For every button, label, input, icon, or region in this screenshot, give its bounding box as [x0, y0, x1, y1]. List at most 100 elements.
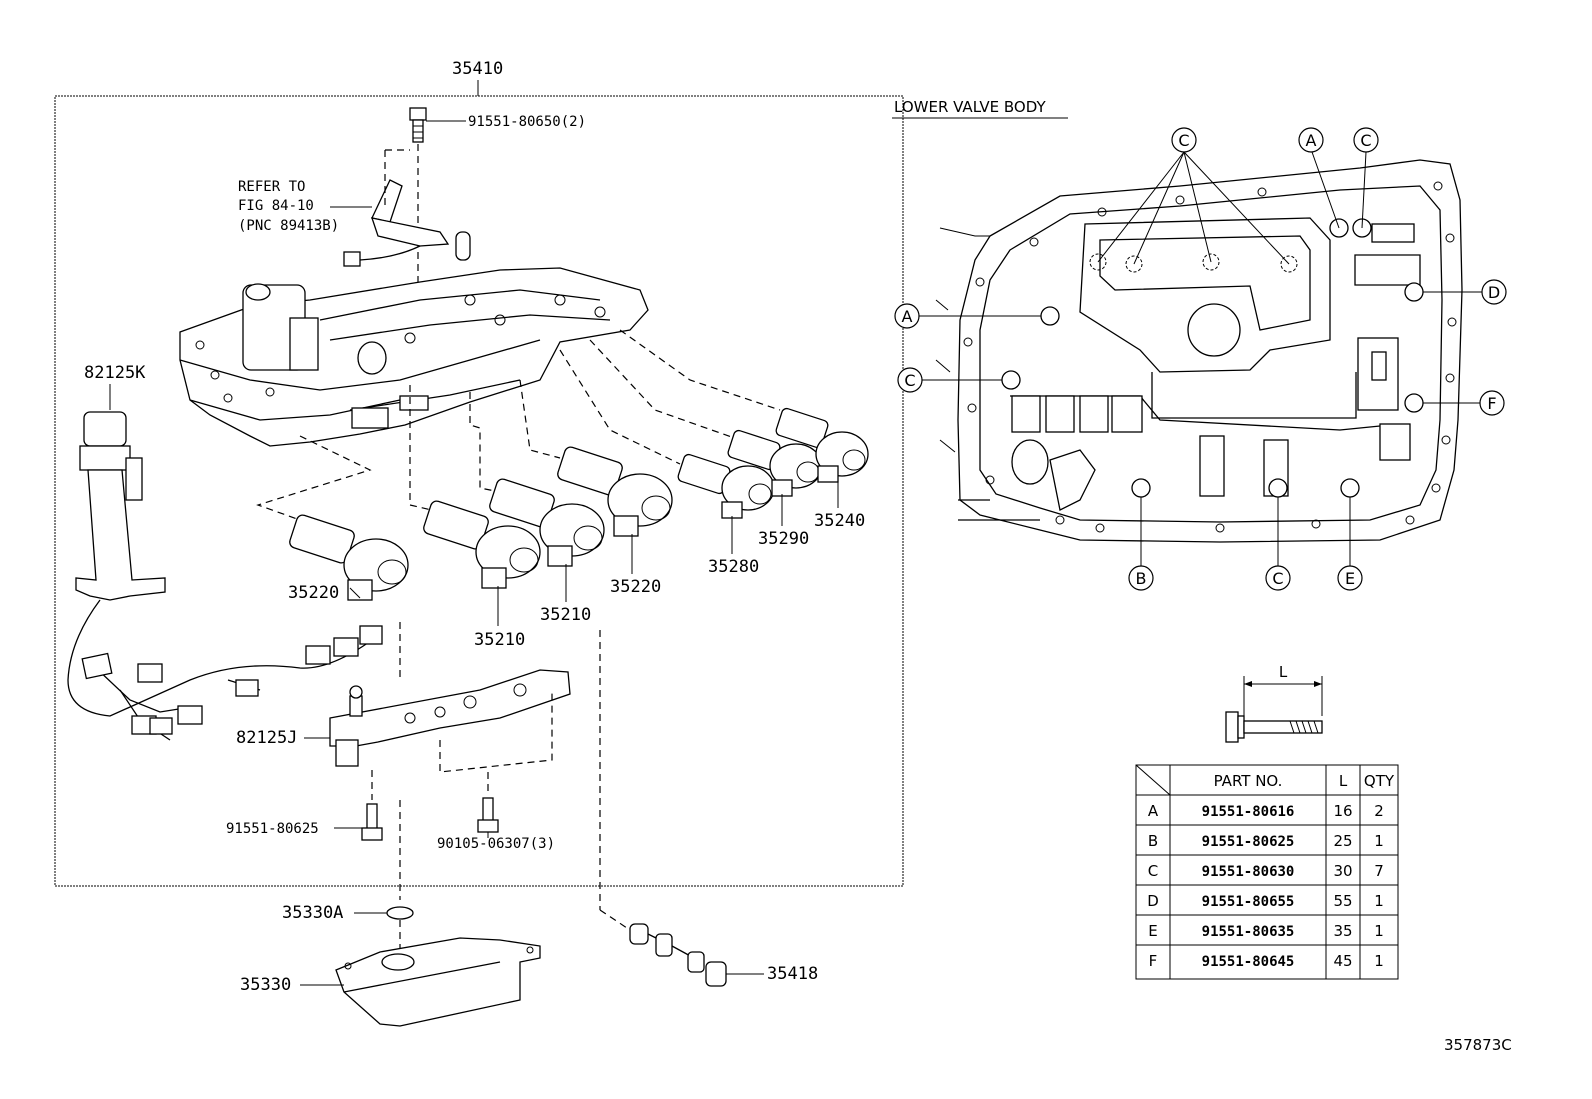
dash-35220-right: [519, 379, 561, 459]
dash-35240: [619, 329, 781, 411]
assembly-label[interactable]: 35410: [452, 59, 503, 79]
leader-a-top: [1311, 151, 1340, 229]
lower-valve-body-plate[interactable]: [957, 159, 1463, 543]
table-header-l: L: [1339, 772, 1348, 790]
label-35418[interactable]: 35418: [767, 964, 818, 984]
dash-35220-left: [256, 435, 372, 521]
dash-35290: [589, 339, 741, 441]
pipe-35418[interactable]: [629, 923, 727, 987]
svg-text:F: F: [1149, 952, 1158, 970]
assembly-frame: [54, 95, 904, 887]
callout-d-right[interactable]: [1481, 279, 1507, 305]
label-35330A[interactable]: 35330A: [282, 903, 343, 923]
refer-note-line2[interactable]: FIG 84-10: [238, 198, 314, 214]
label-91551-80650[interactable]: 91551-80650(2): [468, 114, 586, 130]
svg-text:1: 1: [1374, 892, 1384, 910]
svg-text:E: E: [1148, 922, 1157, 940]
svg-text:A: A: [1148, 802, 1159, 820]
svg-text:7: 7: [1374, 862, 1384, 880]
table-row-d: D 91551-80655 55 1: [1147, 892, 1384, 910]
label-82125J[interactable]: 82125J: [236, 728, 297, 748]
dash-35210-a: [409, 385, 441, 513]
bolt-table: [1135, 764, 1399, 980]
label-35240[interactable]: 35240: [814, 511, 865, 531]
dash-35210-b: [469, 392, 501, 493]
bolt-length-illustration: [1225, 676, 1323, 743]
wire-harness-82125K[interactable]: [67, 411, 383, 741]
table-row-c: C 91551-80630 30 7: [1148, 862, 1384, 880]
solenoid-35220-left[interactable]: [288, 514, 409, 601]
leader-c-top-3: [1183, 151, 1212, 263]
svg-text:91551-80645: 91551-80645: [1202, 954, 1295, 970]
bolt-91551-80625[interactable]: [361, 803, 383, 841]
svg-text:2: 2: [1374, 802, 1384, 820]
label-35210-a[interactable]: 35210: [474, 630, 525, 650]
callout-f-right[interactable]: [1479, 390, 1505, 416]
callout-c-left[interactable]: [897, 367, 923, 393]
callout-c-left-text: C: [904, 371, 915, 390]
callout-c-bottom[interactable]: [1265, 565, 1291, 591]
table-header-qty: QTY: [1364, 772, 1395, 790]
svg-text:55: 55: [1333, 892, 1352, 910]
svg-text:91551-80625: 91551-80625: [1202, 834, 1295, 850]
oring-35330A[interactable]: [386, 906, 414, 920]
svg-text:91551-80630: 91551-80630: [1202, 864, 1295, 880]
bolt-90105-06307[interactable]: [477, 797, 499, 833]
solenoid-35210-a[interactable]: [422, 500, 541, 589]
svg-text:25: 25: [1333, 832, 1352, 850]
callout-c-top[interactable]: [1171, 127, 1197, 153]
callout-e-bottom[interactable]: [1337, 565, 1363, 591]
label-35220-right[interactable]: 35220: [610, 577, 661, 597]
callout-a-left[interactable]: [894, 303, 920, 329]
bracket-82125J[interactable]: [329, 669, 571, 767]
svg-text:1: 1: [1374, 832, 1384, 850]
sensor-bracket: [343, 179, 471, 267]
oil-strainer-35330[interactable]: [335, 937, 541, 1027]
callout-a-top[interactable]: [1298, 127, 1324, 153]
svg-text:C: C: [1148, 862, 1158, 880]
bolt-positions: [1001, 218, 1424, 498]
refer-note-line1: REFER TO: [238, 179, 305, 195]
callout-b-bottom[interactable]: [1128, 565, 1154, 591]
svg-text:91551-80635: 91551-80635: [1202, 924, 1295, 940]
solenoid-35240[interactable]: [775, 407, 869, 483]
refer-note-line3: (PNC 89413B): [238, 218, 339, 234]
label-35330[interactable]: 35330: [240, 975, 291, 995]
valve-body[interactable]: [179, 267, 649, 447]
bolt-length-label: L: [1279, 663, 1288, 681]
dash-bracket: [384, 149, 410, 210]
label-35290[interactable]: 35290: [758, 529, 809, 549]
solenoid-35280[interactable]: [677, 453, 775, 519]
lower-valve-body-title: LOWER VALVE BODY: [894, 98, 1046, 116]
label-82125K[interactable]: 82125K: [84, 363, 146, 383]
solenoid-35290[interactable]: [727, 429, 823, 497]
svg-text:1: 1: [1374, 922, 1384, 940]
solenoid-35210-b[interactable]: [488, 478, 605, 567]
svg-text:91551-80616: 91551-80616: [1202, 804, 1295, 820]
solenoid-35220-right[interactable]: [556, 446, 673, 537]
callout-c-top2[interactable]: [1353, 127, 1379, 153]
dash-82125J: [439, 690, 553, 773]
leader-35220-left: [349, 587, 361, 599]
callout-a-left-text: A: [902, 307, 913, 326]
leader-c-top-2: [1133, 151, 1185, 265]
svg-text:91551-80655: 91551-80655: [1202, 894, 1295, 910]
svg-text:B: B: [1148, 832, 1158, 850]
callout-a-top-text: A: [1306, 131, 1317, 150]
svg-text:16: 16: [1333, 802, 1352, 820]
svg-text:35: 35: [1333, 922, 1352, 940]
callout-c-top-text: C: [1178, 131, 1189, 150]
bolt-91551-80650[interactable]: [409, 107, 427, 143]
label-35210-b[interactable]: 35210: [540, 605, 591, 625]
label-91551-80625[interactable]: 91551-80625: [226, 821, 319, 837]
callout-c-bottom-text: C: [1272, 569, 1283, 588]
callout-b-bottom-text: B: [1136, 569, 1147, 588]
label-90105-06307[interactable]: 90105-06307(3): [437, 836, 555, 852]
table-header-part-no: PART NO.: [1214, 772, 1283, 790]
label-35220-left[interactable]: 35220: [288, 583, 339, 603]
leader-c-top2: [1361, 151, 1367, 229]
callout-e-bottom-text: E: [1345, 569, 1355, 588]
callout-f-right-text: F: [1487, 394, 1496, 413]
plate-break-left: [935, 299, 956, 453]
label-35280[interactable]: 35280: [708, 557, 759, 577]
